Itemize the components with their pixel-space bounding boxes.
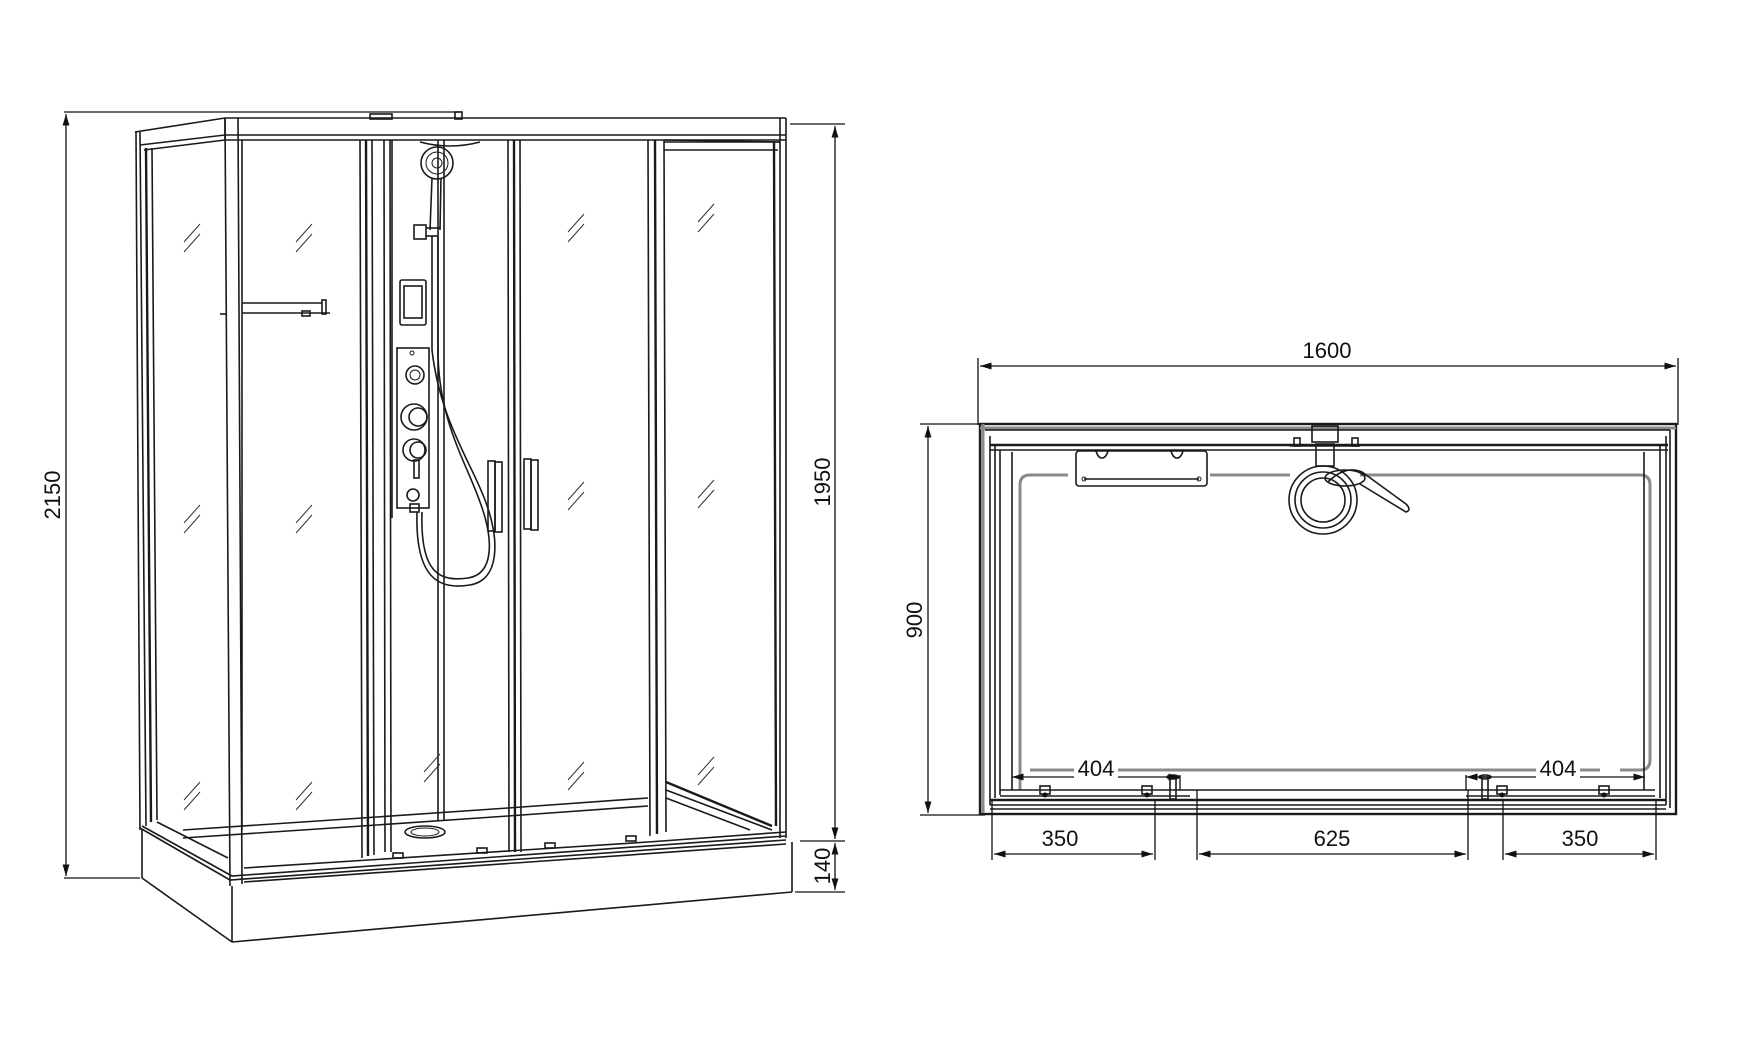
roller-icon bbox=[1039, 785, 1051, 798]
door-handles bbox=[487, 458, 539, 533]
top-view: 1600 900 bbox=[902, 338, 1679, 860]
thermostat-knob-icon bbox=[400, 403, 428, 431]
dim-label-404-right: 404 bbox=[1540, 756, 1577, 781]
dim-label-1950: 1950 bbox=[810, 458, 835, 507]
dimension-total-height: 2150 bbox=[40, 111, 462, 879]
dimension-inner-right: 404 bbox=[1465, 755, 1645, 790]
dim-label-350-left: 350 bbox=[1042, 826, 1079, 851]
top-frame bbox=[978, 422, 1678, 816]
glass-reflection-icon bbox=[183, 223, 201, 811]
dim-label-1600: 1600 bbox=[1303, 338, 1352, 363]
shower-hose bbox=[416, 236, 496, 587]
control-panel bbox=[396, 347, 430, 509]
jet-button-icon bbox=[405, 365, 425, 385]
towel-rail-top bbox=[1075, 450, 1208, 487]
door-posts bbox=[359, 139, 667, 859]
drain-icon bbox=[404, 825, 446, 839]
door-handle-right[interactable] bbox=[523, 458, 532, 530]
dimension-enclosure-height: 1950 bbox=[790, 123, 845, 842]
shower-tray bbox=[139, 797, 793, 943]
outer-frame bbox=[978, 422, 1678, 816]
roller-icon bbox=[1496, 785, 1508, 798]
dimension-door-opening: 625 bbox=[1196, 790, 1469, 860]
dimension-inner-left: 404 bbox=[1012, 755, 1181, 790]
roller-icon bbox=[1141, 785, 1153, 798]
roller-icon bbox=[1598, 785, 1610, 798]
dim-label-350-right: 350 bbox=[1562, 826, 1599, 851]
dim-label-900: 900 bbox=[902, 602, 927, 639]
left-side-panel bbox=[135, 117, 243, 887]
dimension-offset-left: 350 bbox=[991, 800, 1156, 860]
top-frame bbox=[134, 111, 786, 151]
display-panel bbox=[399, 279, 427, 326]
perspective-view: 2150 1950 140 bbox=[40, 111, 845, 943]
glass-reflection-icon bbox=[295, 223, 313, 811]
dim-label-404-left: 404 bbox=[1078, 756, 1115, 781]
back-left-glass bbox=[241, 140, 313, 830]
rain-shower-head-icon bbox=[419, 141, 481, 147]
mixer-body-icon bbox=[1311, 425, 1339, 443]
dimension-depth: 900 bbox=[902, 423, 985, 816]
dim-label-2150: 2150 bbox=[40, 471, 65, 520]
shower-column bbox=[391, 140, 496, 820]
hose-ring-icon bbox=[1288, 465, 1358, 535]
right-side-panel bbox=[664, 118, 787, 838]
dimension-tray-height: 140 bbox=[795, 843, 845, 893]
towel-rail bbox=[220, 299, 330, 317]
dim-label-140: 140 bbox=[810, 848, 835, 885]
dimension-width: 1600 bbox=[977, 338, 1679, 425]
dimension-offset-right: 350 bbox=[1502, 800, 1657, 860]
hand-shower-icon bbox=[420, 146, 454, 180]
glass-reflection-icon bbox=[423, 203, 715, 791]
shower-mixer-top bbox=[1288, 425, 1410, 535]
dim-label-625: 625 bbox=[1314, 826, 1351, 851]
